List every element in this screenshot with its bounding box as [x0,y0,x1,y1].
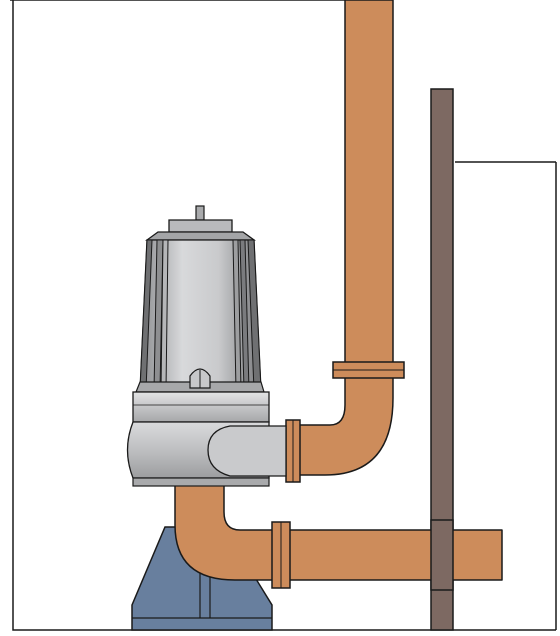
guide-rail-front [430,519,454,591]
submersible-pump [126,205,287,487]
guide-rail [430,88,454,631]
pump-bottom-plate [132,477,270,487]
wet-well-wall [10,0,557,631]
pump-band [132,391,270,423]
lifting-eye [195,205,205,221]
outlet-nozzle [207,425,287,477]
motor-shoulder [145,231,256,241]
inlet-pipe [174,484,503,581]
motor-cap [168,219,233,233]
discharge-pipe [289,0,394,476]
